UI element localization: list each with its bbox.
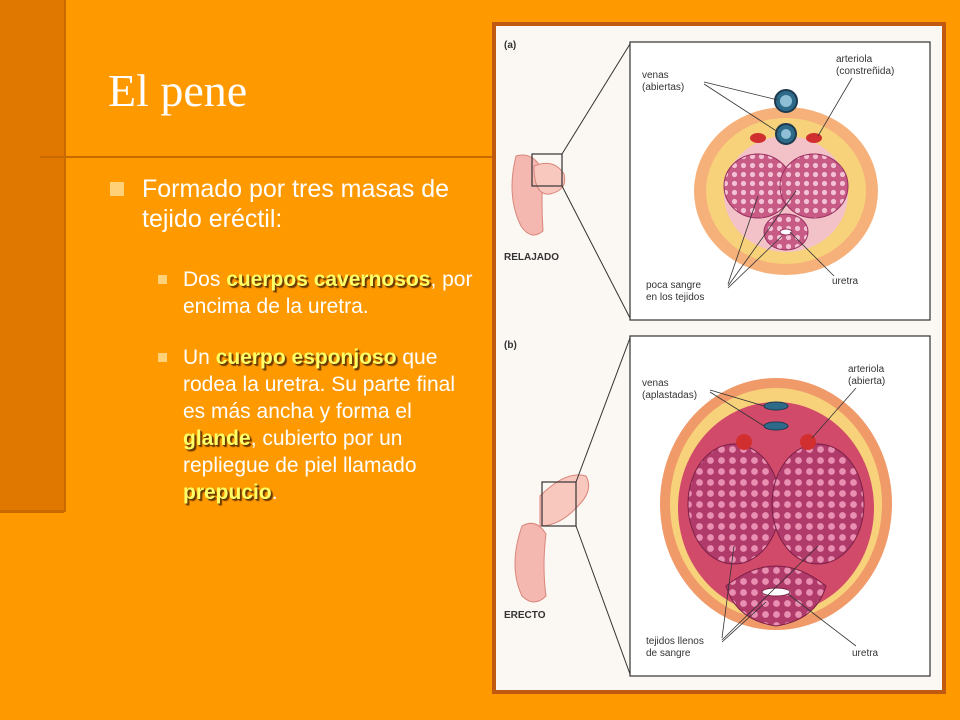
label-uretra-a: uretra (832, 276, 859, 287)
text-run: Un (183, 346, 216, 369)
label-sangre-b: tejidos llenos (646, 636, 704, 647)
text-run: , por encima de la uretra. (183, 268, 473, 318)
anatomy-diagram: (a) RELAJADO (504, 40, 931, 677)
panel-b-tag: (b) (504, 340, 517, 351)
anatomy-figure: (a) RELAJADO (492, 22, 946, 694)
penis-sketch-erect-icon (514, 474, 590, 603)
label-venas-b: venas (642, 378, 669, 389)
text-run: . (271, 481, 278, 504)
bullet-level1: Formado por tres masas de tejido eréctil… (110, 174, 480, 234)
square-bullet-icon (110, 182, 124, 196)
bullet-text-main: Formado por tres masas de tejido eréctil… (142, 175, 450, 233)
label-sangre-b-2: de sangre (646, 648, 691, 659)
label-venas-b-state: (aplastadas) (642, 390, 697, 401)
penis-sketch-relaxed-icon (511, 153, 566, 236)
label-sangre-a: poca sangre (646, 280, 701, 291)
label-arteriola-b-state: (abierta) (848, 376, 885, 387)
cross-section-relaxed (694, 89, 878, 275)
highlight-term: prepucio (183, 481, 272, 504)
cross-section-erect (660, 378, 892, 630)
highlight-term: glande (183, 427, 251, 450)
label-venas-a-state: (abiertas) (642, 82, 684, 93)
highlight-term: cuerpo esponjoso (215, 346, 397, 369)
left-accent-bar (0, 0, 66, 512)
label-arteriola-a: arteriola (836, 54, 873, 65)
label-arteriola-a-state: (constreñida) (836, 66, 894, 77)
label-venas-a: venas (642, 70, 669, 81)
left-accent-rule (0, 510, 64, 513)
bullet-cuerpos-cavernosos: Dos cuerpos cavernosos, por encima de la… (158, 266, 480, 320)
text-run: , cubierto por un repliegue de piel llam… (183, 427, 417, 477)
highlight-term: cuerpos cavernosos (226, 268, 431, 291)
square-bullet-icon (158, 353, 167, 362)
title-divider (40, 156, 492, 158)
text-run: Dos (183, 268, 227, 291)
label-uretra-b: uretra (852, 648, 879, 659)
panel-relajado: (a) RELAJADO (504, 40, 931, 321)
square-bullet-icon (158, 275, 167, 284)
panel-a-state: RELAJADO (504, 252, 559, 263)
panel-erecto: (b) ERECTO ve (504, 335, 931, 677)
bullet-list: Formado por tres masas de tejido eréctil… (110, 174, 480, 506)
bullet-text: Dos cuerpos cavernosos, por encima de la… (183, 266, 480, 320)
panel-a-tag: (a) (504, 40, 516, 51)
label-sangre-a-2: en los tejidos (646, 292, 704, 303)
label-arteriola-b: arteriola (848, 364, 885, 375)
panel-b-state: ERECTO (504, 610, 546, 621)
bullet-cuerpo-esponjoso: Un cuerpo esponjoso que rodea la uretra.… (158, 344, 480, 506)
bullet-text: Un cuerpo esponjoso que rodea la uretra.… (183, 344, 480, 506)
text-run: que rodea la uretra. Su parte final es m… (183, 346, 455, 423)
slide-title: El pene (108, 65, 248, 116)
